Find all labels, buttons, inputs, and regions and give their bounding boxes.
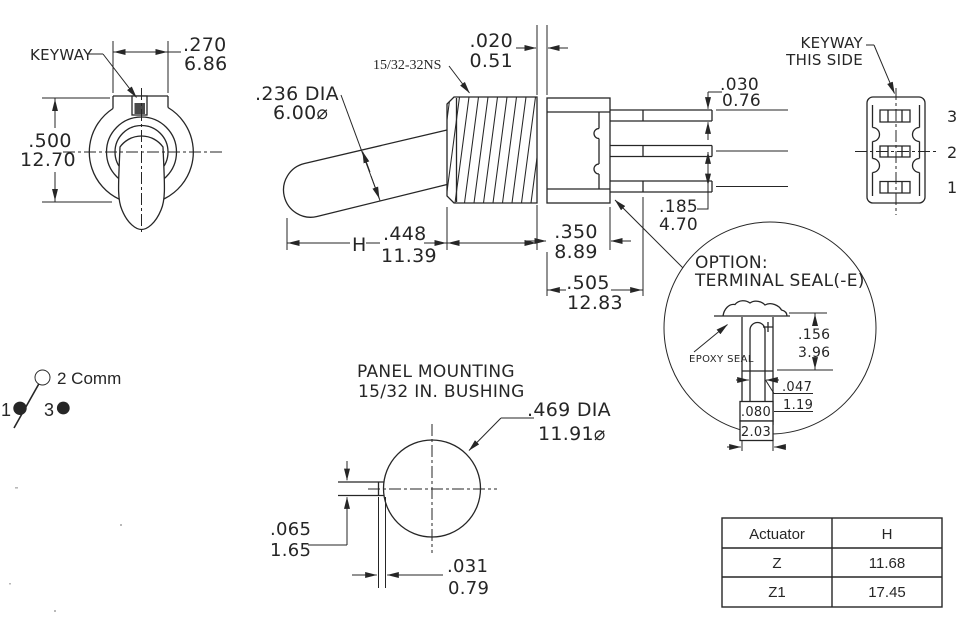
rear-view: KEYWAY THIS SIDE 3 2 1	[785, 34, 957, 215]
side-dim-020-in: .020	[469, 30, 513, 52]
side-dim-448-mm: 11.39	[381, 245, 437, 267]
terminal-seal-detail: OPTION: TERMINAL SEAL(-E) EPOXY SEAL .15…	[663, 221, 877, 451]
detail-title-1: OPTION:	[695, 253, 768, 273]
detail-dim-047-in: .047	[782, 380, 812, 395]
panel-title-1: PANEL MOUNTING	[357, 362, 515, 382]
detail-title-2: TERMINAL SEAL(-E)	[694, 271, 865, 291]
table-cell-actuator-z: Z	[772, 555, 781, 572]
side-dim-h: H	[352, 234, 367, 256]
detail-dim-080-mm: 2.03	[741, 425, 771, 440]
actuator-table: Actuator H Z 11.68 Z1 17.45	[721, 517, 943, 608]
front-keyway-label: KEYWAY	[30, 46, 93, 64]
detail-dim-047-mm: 1.19	[783, 398, 813, 413]
bushing-threads	[447, 97, 537, 203]
detail-dim-156-mm: 3.96	[798, 345, 830, 361]
side-dim-236-in: .236 DIA	[255, 83, 339, 105]
schematic-label-3: 3	[44, 400, 54, 420]
table-header-actuator: Actuator	[749, 526, 805, 543]
side-dim-030-in: .030	[720, 75, 759, 95]
detail-epoxy-label: EPOXY SEAL	[689, 354, 754, 365]
rear-terminal-1: 1	[947, 178, 957, 197]
rear-keyway-note-1: KEYWAY	[800, 34, 863, 52]
schematic-contact-3	[56, 401, 70, 415]
table-cell-h-z1: 17.45	[868, 584, 906, 601]
side-dim-185-mm: 4.70	[659, 215, 698, 235]
front-dim-500-mm: 12.70	[20, 149, 76, 171]
bushing	[446, 96, 538, 204]
side-dim-505-in: .505	[566, 272, 610, 294]
side-thread-spec: 15/32-32NS	[373, 58, 441, 73]
front-dim-500-in: .500	[28, 130, 72, 152]
schematic-comm-contact	[34, 369, 51, 386]
rear-terminal-2: 2	[947, 143, 957, 162]
detail-dim-080-in: .080	[741, 405, 771, 420]
panel-dim-065-mm: 1.65	[270, 540, 311, 561]
scan-specks	[9, 487, 122, 612]
panel-dim-031-mm: 0.79	[448, 578, 489, 599]
toggle-lever-side	[282, 129, 448, 218]
switch-body	[546, 97, 611, 204]
schematic-label-1: 1	[1, 400, 11, 420]
side-dim-020-mm: 0.51	[469, 50, 513, 72]
side-dim-185-in: .185	[659, 197, 698, 217]
keyway-notch-fill	[134, 103, 145, 114]
table-cell-actuator-z1: Z1	[768, 584, 786, 601]
front-view: KEYWAY .270 6.86 .500 12.70	[20, 34, 227, 232]
panel-dim-065-in: .065	[270, 519, 311, 540]
side-dim-350-mm: 8.89	[554, 241, 598, 263]
schematic-lever	[13, 383, 40, 429]
epoxy-seal-blob	[722, 300, 788, 317]
rear-keyway-note-2: THIS SIDE	[785, 51, 863, 69]
front-dim-270-mm: 6.86	[184, 53, 228, 75]
side-dim-350-in: .350	[554, 221, 598, 243]
terminals-side	[610, 109, 713, 193]
panel-mounting-view: PANEL MOUNTING 15/32 IN. BUSHING .469 DI…	[270, 362, 611, 599]
table-cell-h-z: 11.68	[869, 555, 905, 572]
schematic-comm-label: 2 Comm	[57, 369, 121, 388]
side-dim-505-mm: 12.83	[567, 292, 623, 314]
panel-dim-031-in: .031	[447, 556, 488, 577]
rear-terminal-slots	[879, 109, 911, 194]
rear-terminal-3: 3	[947, 107, 957, 126]
side-dim-236-mm: 6.00⌀	[273, 102, 328, 124]
table-header-h: H	[882, 526, 893, 543]
side-view: .236 DIA 6.00⌀ 15/32-32NS .020 0.51 .030…	[255, 25, 788, 314]
panel-dim-469-mm: 11.91⌀	[538, 423, 606, 445]
circuit-schematic: 2 Comm 1 3	[1, 369, 121, 429]
side-dim-030-mm: 0.76	[722, 91, 761, 111]
side-dim-448-in: .448	[383, 223, 427, 245]
front-dim-270-in: .270	[183, 34, 227, 56]
panel-dim-469-in: .469 DIA	[527, 399, 611, 421]
detail-dim-156-in: .156	[798, 327, 830, 343]
panel-title-2: 15/32 IN. BUSHING	[358, 382, 525, 402]
